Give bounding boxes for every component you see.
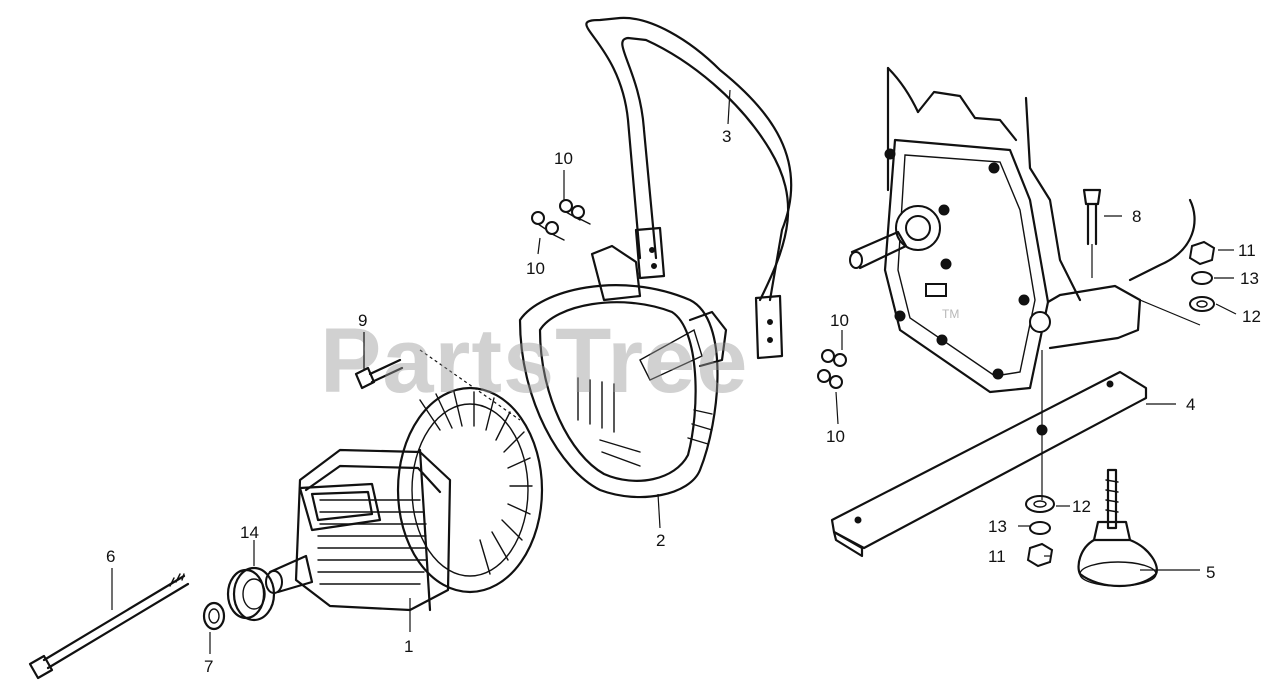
engine-block: [849, 66, 1201, 394]
watermark-tm: TM: [942, 307, 959, 321]
callout-5: 5: [1206, 563, 1215, 582]
bolts-10-lower: [817, 349, 847, 389]
callout-11-upper: 11: [1238, 241, 1256, 260]
base-rail: [830, 350, 1148, 558]
bolts-10-upper: [531, 199, 591, 241]
washer: [202, 601, 226, 631]
callout-13-lower: 13: [988, 517, 1007, 536]
generator-housing: [518, 244, 728, 499]
callout-14: 14: [240, 523, 259, 542]
callout-leaders: [111, 89, 1237, 654]
callout-labels: 1 2 3 4 5 6 7 8 9 10 10 10 10 11 11 12 1…: [106, 127, 1261, 676]
handle-frame: [585, 16, 793, 360]
housing-vents: [577, 377, 713, 467]
callout-4: 4: [1186, 395, 1195, 414]
watermark-text: PartsTree: [320, 310, 748, 412]
rubber-mount: [1077, 468, 1158, 588]
watermark: PartsTree TM: [320, 307, 959, 412]
hardware-upper: [1188, 240, 1216, 312]
bolt-8: [1082, 188, 1102, 278]
rotor-fan: [265, 386, 544, 612]
callout-13-upper: 13: [1240, 269, 1259, 288]
callout-12-lower: 12: [1072, 497, 1091, 516]
callout-2: 2: [656, 531, 665, 550]
hardware-lower: [1025, 495, 1055, 568]
bearing: [226, 566, 276, 622]
callout-11-lower: 11: [988, 547, 1006, 566]
callout-6: 6: [106, 547, 115, 566]
callout-1: 1: [404, 637, 413, 656]
callout-3: 3: [722, 127, 731, 146]
callout-10-lower: 10: [826, 427, 845, 446]
callout-7: 7: [204, 657, 213, 676]
callout-10-mid: 10: [830, 311, 849, 330]
callout-10-top: 10: [554, 149, 573, 168]
callout-8: 8: [1132, 207, 1141, 226]
callout-10-upper-left: 10: [526, 259, 545, 278]
callout-9: 9: [358, 311, 367, 330]
through-bolt: [28, 573, 190, 680]
callout-12-upper: 12: [1242, 307, 1261, 326]
